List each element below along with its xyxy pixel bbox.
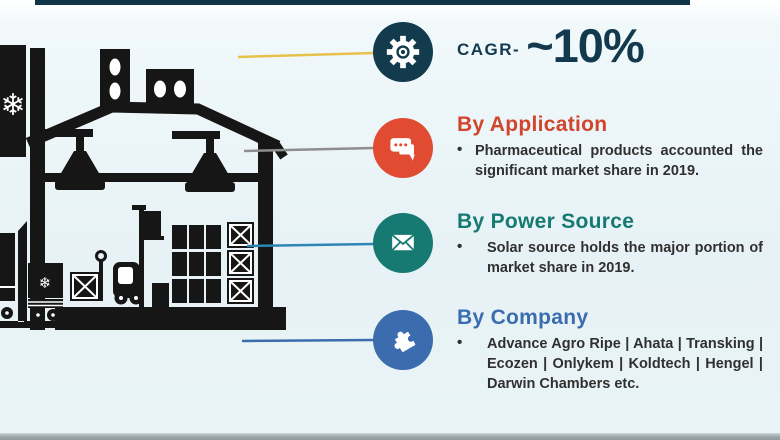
application-bullet-text: Pharmaceutical products accounted the si… xyxy=(475,143,763,179)
bullet-marker: • xyxy=(457,334,463,351)
section-application: By Application • Pharmaceutical products… xyxy=(457,112,763,181)
envelope-icon xyxy=(391,234,415,251)
power-source-bullet-text: Solar source holds the major portion of … xyxy=(487,240,763,276)
cagr-circle xyxy=(373,22,433,82)
section-power-source: By Power Source • Solar source holds the… xyxy=(457,209,763,278)
mid-floor-line xyxy=(30,173,273,182)
warehouse-illustration: ❄ xyxy=(0,45,288,330)
roof-vents xyxy=(100,49,194,109)
puzzle-piece-icon xyxy=(394,331,416,353)
company-heading: By Company xyxy=(457,306,589,329)
shelf-rack xyxy=(152,225,221,307)
snowflake-panel: ❄ xyxy=(0,45,26,157)
section-company: By Company • Advance Agro Ripe | Ahata |… xyxy=(457,305,763,394)
gear-icon xyxy=(386,35,420,69)
top-accent-bar xyxy=(35,0,690,5)
truck-snowflake-icon: ❄ xyxy=(39,274,52,292)
bullet-marker: • xyxy=(457,238,463,255)
dock-pillar xyxy=(18,221,27,321)
refrigerated-truck: ❄ xyxy=(24,263,68,326)
bottom-accent-bar xyxy=(0,433,780,440)
power-source-heading: By Power Source xyxy=(457,210,635,233)
pendant-lamp-right xyxy=(172,131,235,192)
cagr-row: CAGR- ~10% xyxy=(457,19,645,72)
application-heading: By Application xyxy=(457,113,608,136)
company-circle xyxy=(373,310,433,370)
right-wall xyxy=(258,141,273,330)
floor-base xyxy=(55,307,286,330)
application-circle xyxy=(373,118,433,178)
cagr-label: CAGR- xyxy=(457,39,521,59)
crate-stack xyxy=(227,222,254,304)
hand-truck-crate xyxy=(70,250,107,301)
cagr-value: ~10% xyxy=(526,19,645,72)
forklift xyxy=(113,205,164,307)
pendant-lamp-left xyxy=(45,129,105,190)
snowflake-icon: ❄ xyxy=(0,88,25,123)
bullet-marker: • xyxy=(457,141,463,158)
dock-trailer xyxy=(0,233,18,326)
chat-bubbles-icon xyxy=(390,138,416,161)
company-bullet-text: Advance Agro Ripe | Ahata | Transking | … xyxy=(487,336,763,392)
left-wall xyxy=(30,48,45,330)
power-source-circle xyxy=(373,213,433,273)
